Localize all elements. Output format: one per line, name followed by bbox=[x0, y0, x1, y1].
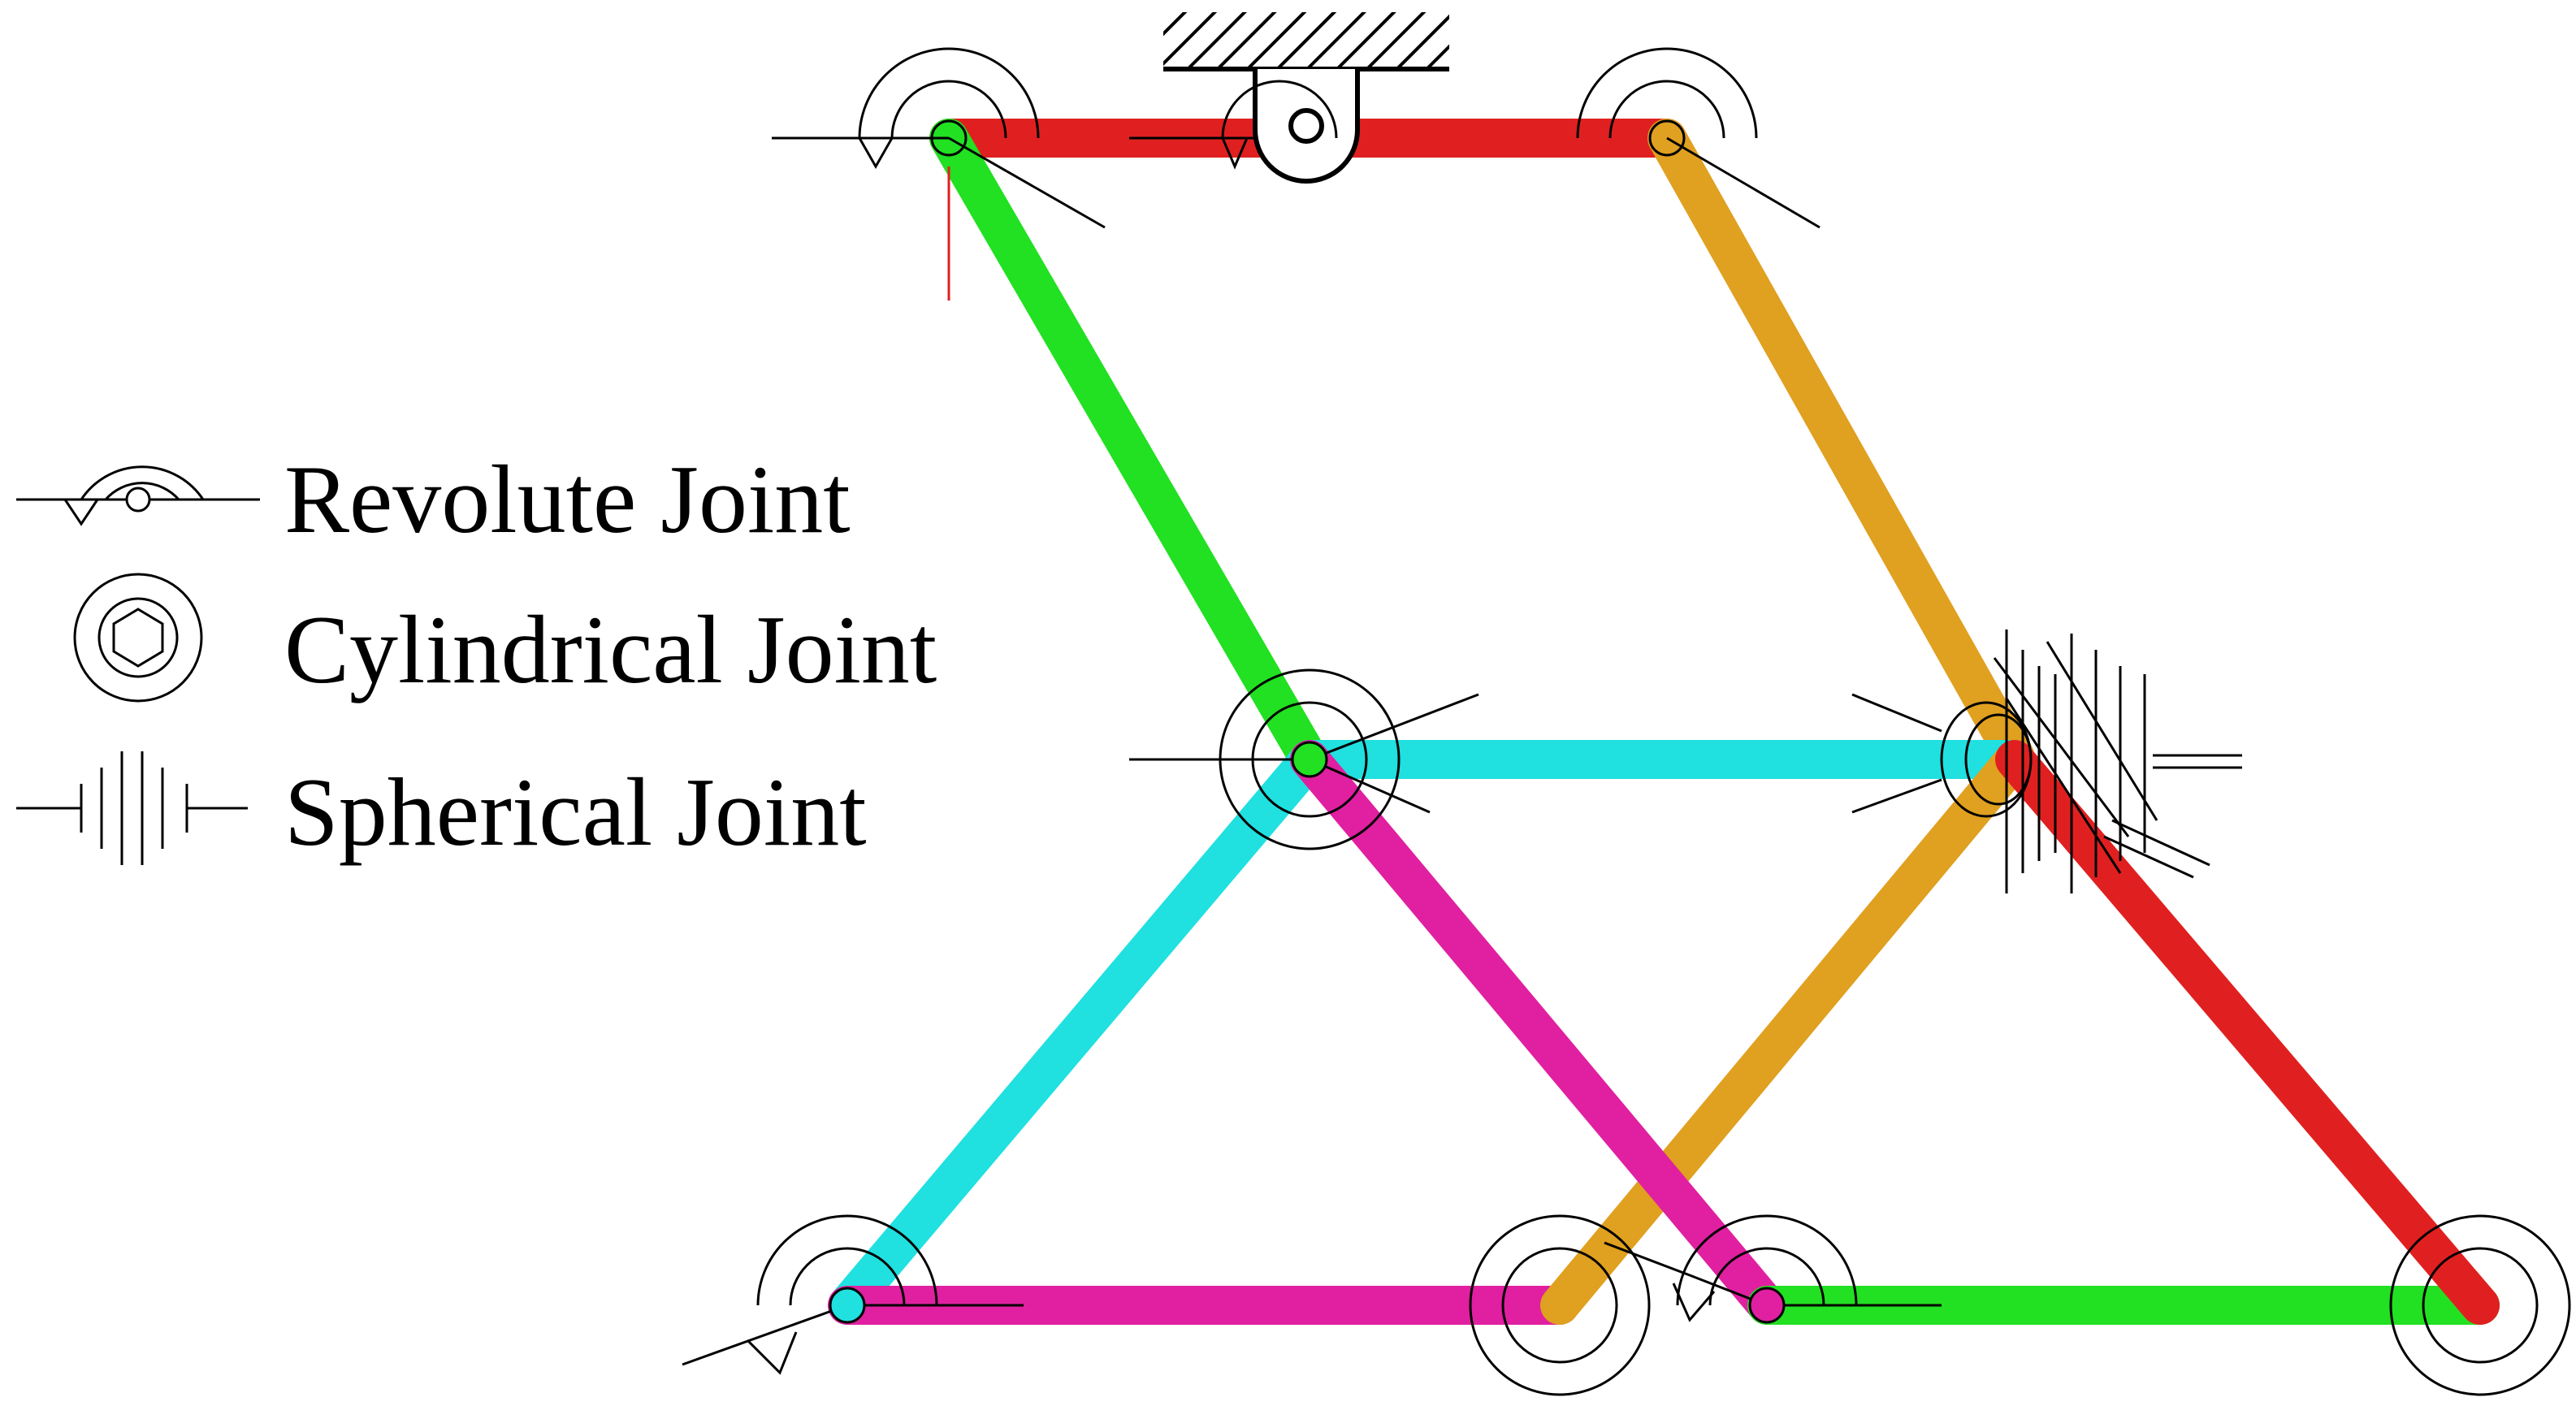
cylindrical-joint-bottom-middle bbox=[1469, 1214, 1691, 1396]
legend: Revolute Joint Cylindrical Joint Spheric… bbox=[16, 445, 937, 866]
revolute-joint-icon bbox=[16, 465, 260, 526]
clevis-pin bbox=[1288, 108, 1324, 144]
links bbox=[828, 119, 2500, 1325]
spherical-joint-icon bbox=[16, 751, 248, 865]
revolute-joint-top-middle bbox=[1129, 80, 1338, 170]
legend-spherical-label: Spherical Joint bbox=[284, 758, 867, 866]
link-lower-left-cyan bbox=[828, 740, 1329, 1325]
revolute-joint-bottom-left bbox=[682, 1214, 1024, 1375]
cylindrical-joint-icon bbox=[73, 573, 203, 703]
revolute-joint-bottom-right bbox=[1672, 1214, 1942, 1324]
ground-clevis bbox=[1253, 69, 1360, 184]
link-right-orange-upper bbox=[1647, 119, 2034, 775]
link-middle-magenta bbox=[1290, 740, 1786, 1325]
legend-cylindrical-label: Cylindrical Joint bbox=[284, 595, 937, 703]
link-right-red-lower bbox=[1995, 740, 2500, 1325]
revolute-joint-top-right bbox=[1576, 47, 1821, 229]
link-left-green bbox=[929, 119, 1329, 779]
spherical-joint-middle-right bbox=[1851, 629, 2242, 893]
legend-revolute-label: Revolute Joint bbox=[284, 445, 851, 553]
cylindrical-joint-bottom-far-right bbox=[2389, 1214, 2571, 1396]
revolute-joint-top-left bbox=[772, 47, 1106, 301]
ground-hatch bbox=[1163, 12, 1449, 69]
link-lower-orange bbox=[1540, 740, 2034, 1325]
cylindrical-joint-middle-left bbox=[1129, 668, 1479, 850]
ground-support bbox=[1163, 12, 1449, 71]
